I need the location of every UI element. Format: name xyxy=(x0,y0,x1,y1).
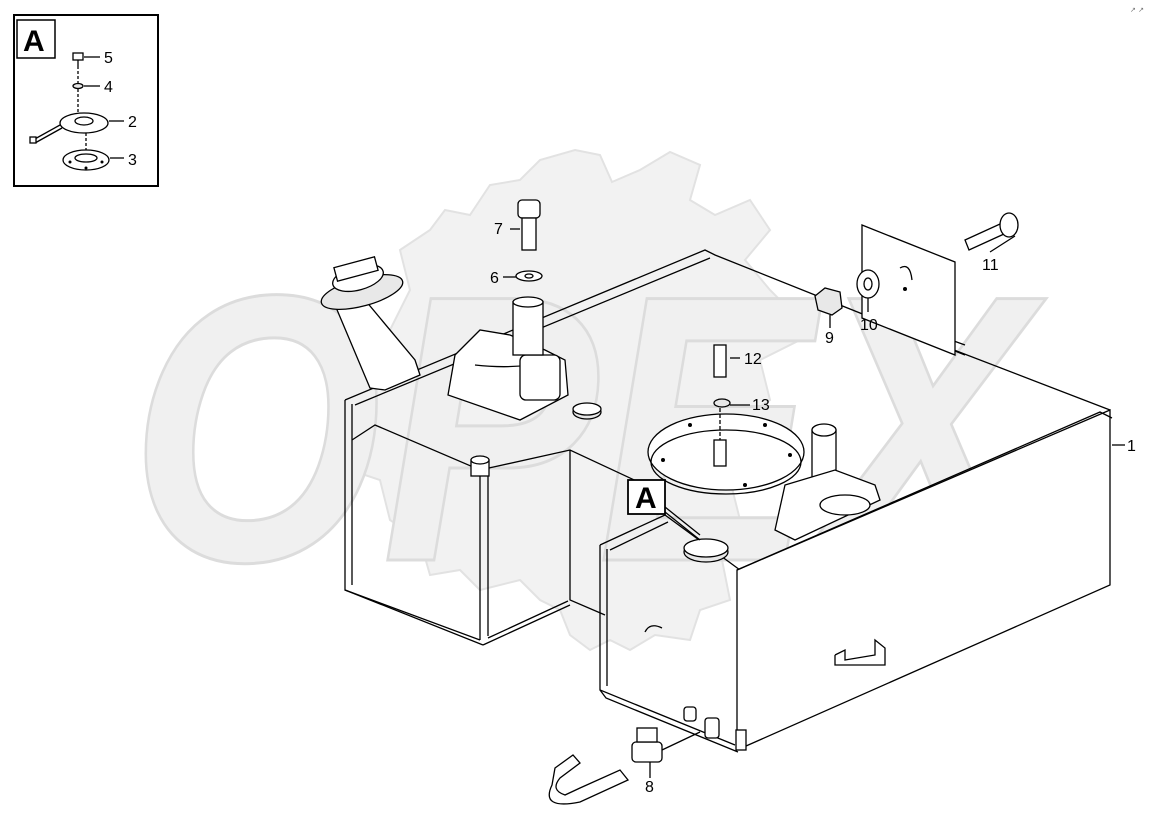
part-label-8: 8 xyxy=(645,779,654,796)
part-label-11: 11 xyxy=(982,257,999,274)
washer-10 xyxy=(856,269,880,299)
part-label-7: 7 xyxy=(494,221,503,238)
stud-12 xyxy=(713,344,727,378)
detail-label: A xyxy=(23,25,45,58)
mounting-bracket xyxy=(861,224,956,356)
part-label-12: 12 xyxy=(744,351,762,368)
sender-plate-icon xyxy=(29,112,109,144)
washer-13 xyxy=(713,398,731,408)
bolt-7 xyxy=(517,199,541,251)
part-label-5: 5 xyxy=(104,50,113,67)
tank-front-panel xyxy=(736,409,1111,751)
callout-label: A xyxy=(635,482,657,515)
mounting-boss xyxy=(447,296,569,421)
gasket-icon xyxy=(62,149,110,171)
part-label-10: 10 xyxy=(860,317,878,334)
part-label-4: 4 xyxy=(104,79,113,96)
part-label-9: 9 xyxy=(825,330,834,347)
part-label-2: 2 xyxy=(128,114,137,131)
drain-valve-8 xyxy=(548,727,701,805)
corner-mark: ↗ ↗ xyxy=(1130,6,1144,14)
leader-lines xyxy=(503,228,1125,778)
part-label-6: 6 xyxy=(490,270,499,287)
part-label-1: 1 xyxy=(1127,438,1136,455)
screw-icon xyxy=(72,52,84,66)
nut-9 xyxy=(814,287,843,316)
washer-icon xyxy=(72,82,84,90)
part-label-3: 3 xyxy=(128,152,137,169)
detail-a-inset: A 5 4 2 xyxy=(13,14,159,187)
filler-neck xyxy=(320,256,421,391)
fuel-tank xyxy=(320,249,1113,753)
bolt-11 xyxy=(964,212,1019,251)
washer-6 xyxy=(515,270,543,282)
part-label-13: 13 xyxy=(752,397,770,414)
